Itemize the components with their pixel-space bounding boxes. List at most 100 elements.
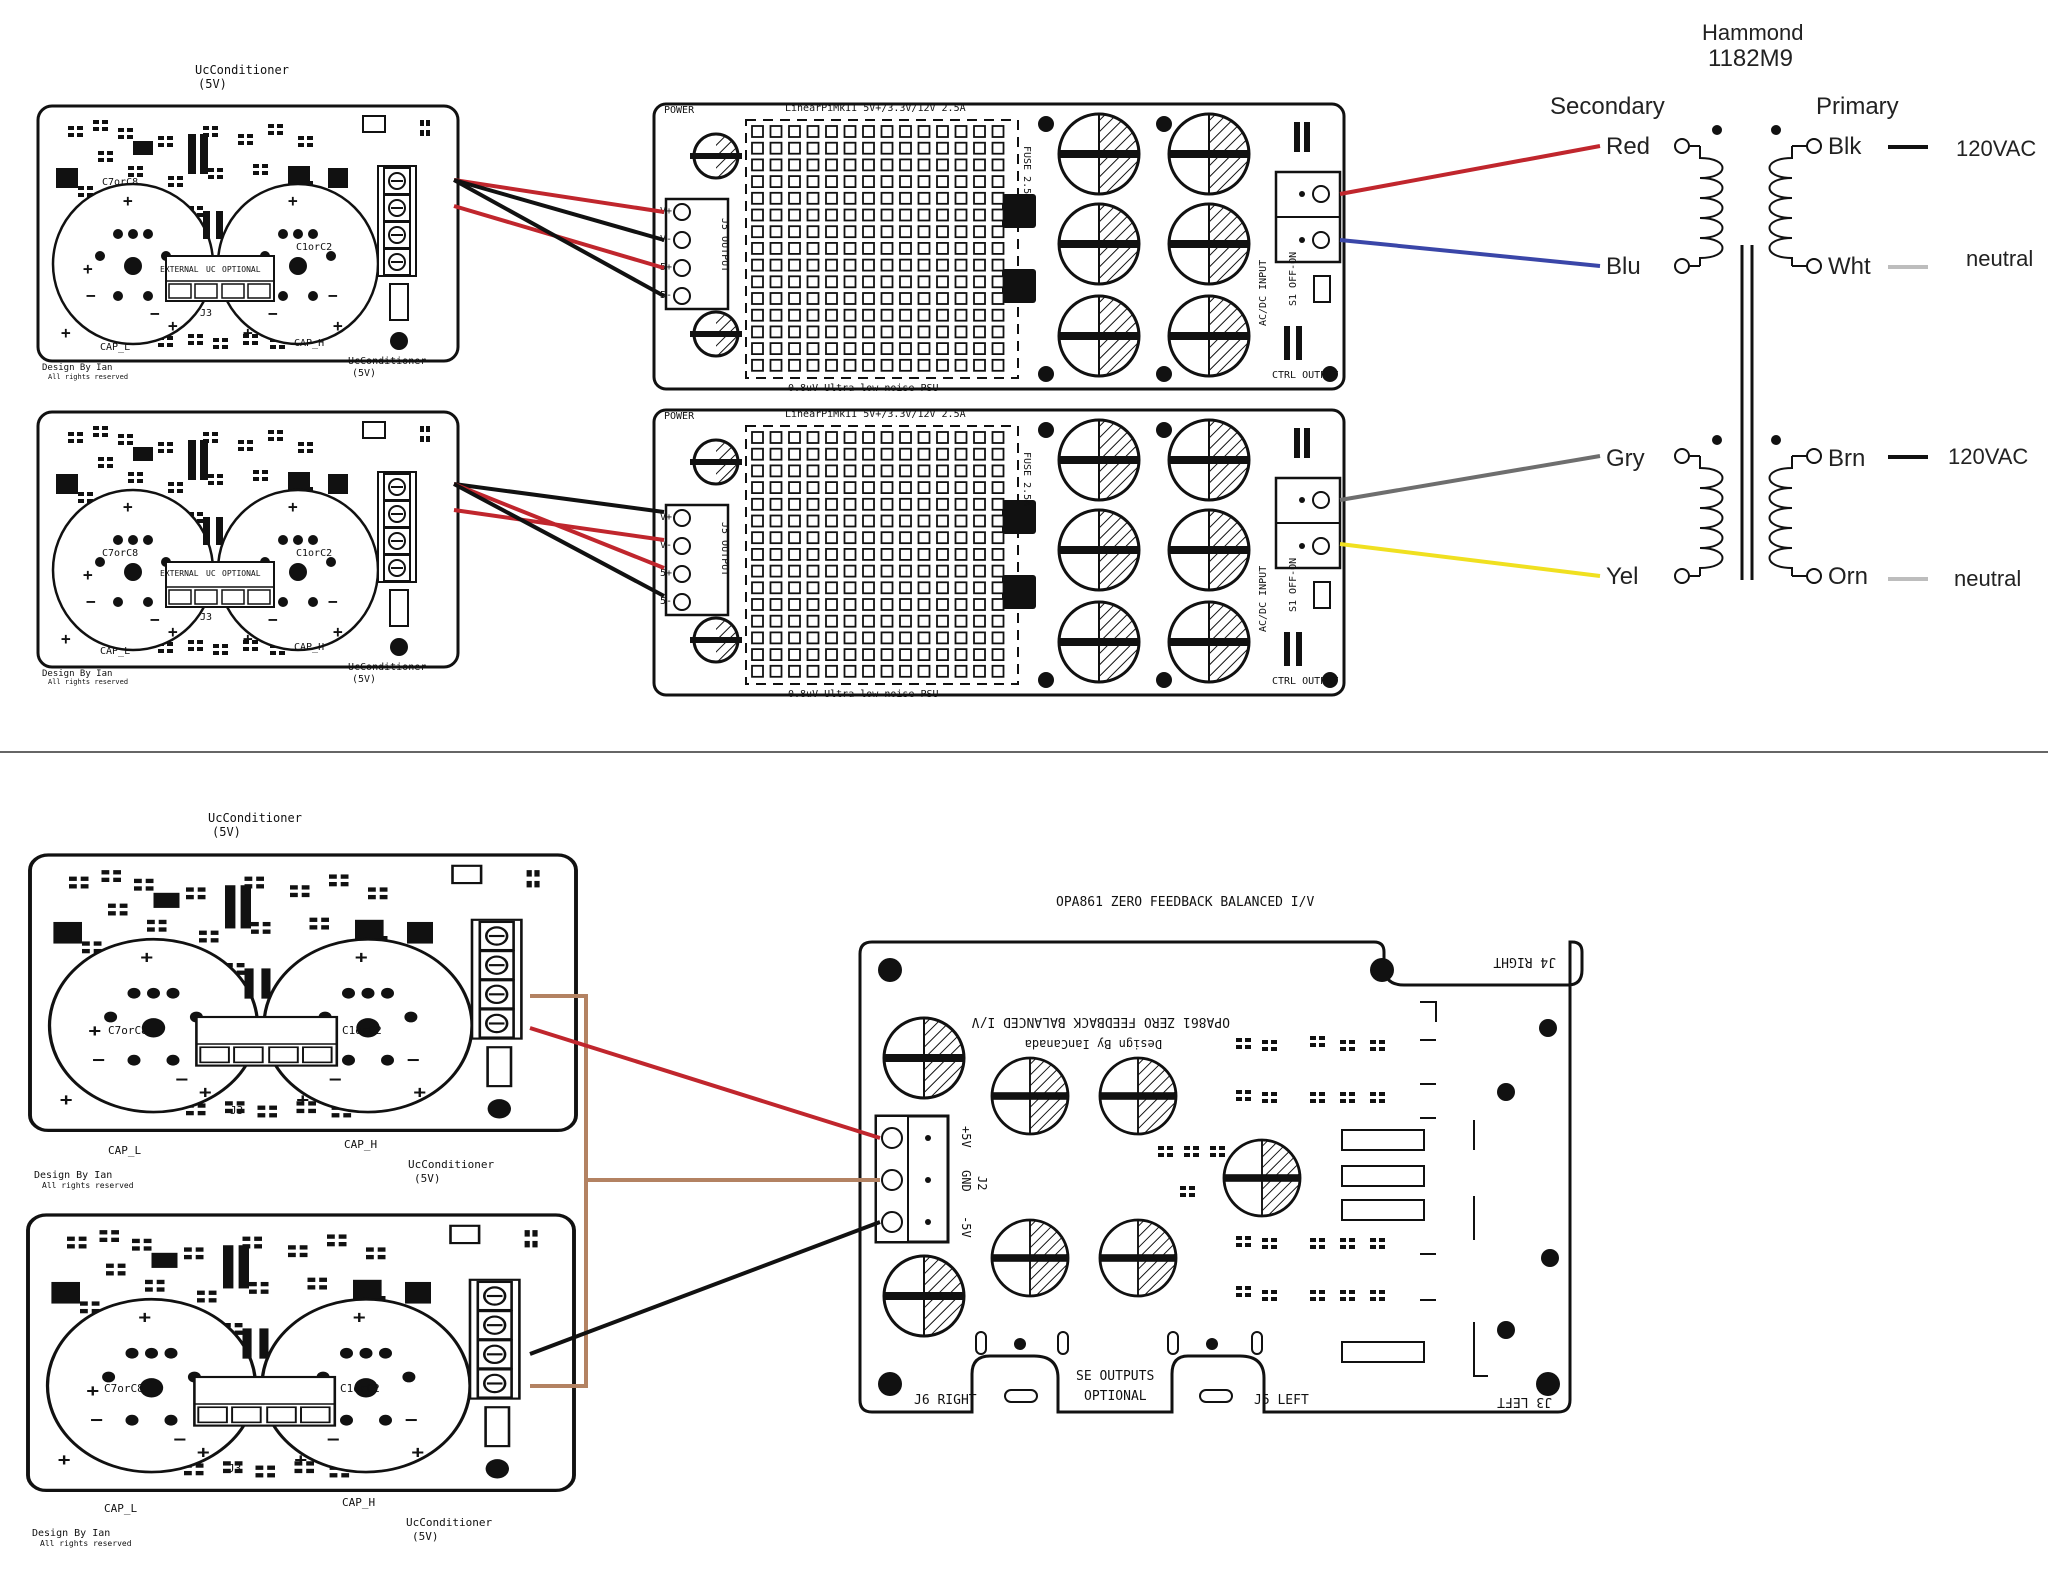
perf-pad [788,258,801,272]
perf-pad [917,141,931,155]
perf-pad [751,225,764,239]
perf-pad [788,275,801,289]
cond1-cap-left: C7orC8 [102,177,138,188]
perf-pad [936,464,949,478]
perf-pad [806,241,820,255]
perf-pad [751,141,764,155]
perf-pad [991,258,1005,272]
perf-pad [880,358,894,372]
perf-pad [788,208,801,222]
perf-pad [806,548,820,561]
uc-conditioner-board-3 [30,855,576,1130]
perf-pad [769,258,783,272]
perf-pad [880,514,894,528]
perf-pad [880,342,894,356]
cond4-footer-title: UcConditioner [406,1516,492,1529]
perf-pad [991,664,1005,678]
perf-pad [880,225,894,239]
perf-pad [917,358,931,372]
perf-pad [973,614,986,628]
perf-pad [991,125,1005,138]
cond3-footer-sub: (5V) [414,1172,441,1185]
cond2-uc: UC [206,569,216,578]
perf-pad [843,514,857,528]
perf-pad [843,548,857,561]
perf-pad [880,564,894,578]
perf-pad [936,358,949,372]
perf-pad [936,141,949,155]
perf-pad [899,158,912,172]
psu2-title: LinearPiMkII 5V+/3.3V/12V 2.5A [785,409,966,420]
perf-pad [991,141,1005,155]
perf-pad [788,358,801,372]
perf-pad [751,292,764,305]
perf-pad [769,125,783,138]
iv-inner-title: OPA861 ZERO FEEDBACK BALANCED I/V [972,1014,1230,1029]
perf-pad [954,431,968,444]
perf-pad [825,241,838,255]
cond1-title: UcConditioner [195,63,289,77]
perf-pad [936,598,949,611]
iv-pin-gnd: GND [959,1170,973,1192]
perf-pad [751,447,764,461]
perf-pad [825,531,838,545]
cond2-j3: J3 [200,612,212,623]
perf-pad [973,648,986,661]
perf-pad [806,648,820,661]
perf-pad [751,431,764,444]
perf-pad [843,358,857,372]
perf-pad [825,564,838,578]
perf-pad [936,664,949,678]
perf-pad [751,191,764,205]
perf-pad [917,464,931,478]
iv-j3-left: J3 LEFT [1497,1394,1552,1409]
perf-pad [917,191,931,205]
perf-pad [788,514,801,528]
psu1-pin-vplus: V+ [660,206,672,217]
perf-pad [991,548,1005,561]
cond2-footer-sub: (5V) [352,674,376,685]
perf-pad [899,191,912,205]
perf-pad [880,481,894,495]
cond2-rights: All rights reserved [48,678,128,686]
perf-pad [917,481,931,495]
perf-pad [788,631,801,645]
perf-pad [899,325,912,339]
perf-pad [843,431,857,444]
perf-pad [899,664,912,678]
perf-pad [806,664,820,678]
perf-pad [991,292,1005,305]
perf-pad [862,598,875,611]
mains-120vac-1: 120VAC [1956,136,2036,161]
perf-pad [991,564,1005,578]
perf-pad [954,648,968,661]
psu2-pin-vplus: V+ [660,512,672,523]
psu2-bottom: 0.8uV Ultra low-noise PSU [788,689,939,700]
perf-pad [954,275,968,289]
psu2-fuse: FUSE 2.5A [1021,452,1032,506]
perf-pad [806,614,820,628]
perf-pad [806,342,820,356]
perf-pad [899,531,912,545]
iv-j4-right: J4 RIGHT [1493,954,1556,969]
perf-pad [954,358,968,372]
perf-pad [954,548,968,561]
iv-pin-minus5v: -5V [959,1216,973,1238]
secondary-label: Secondary [1550,93,1665,120]
psu2-j5: J5 OUTPUT [719,522,730,576]
perf-pad [806,225,820,239]
perf-pad [862,225,875,239]
perf-pad [973,514,986,528]
perf-pad [917,125,931,138]
perf-pad [973,241,986,255]
perf-pad [973,548,986,561]
perf-pad [769,342,783,356]
perf-pad [825,225,838,239]
perf-pad [991,191,1005,205]
perf-pad [806,358,820,372]
cond1-ext: EXTERNAL [160,265,199,274]
cond3-j3: J3 [230,1104,243,1117]
perf-pad [954,447,968,461]
cond3-rights: All rights reserved [42,1181,134,1190]
cond2-cap-l: CAP_L [100,646,130,657]
